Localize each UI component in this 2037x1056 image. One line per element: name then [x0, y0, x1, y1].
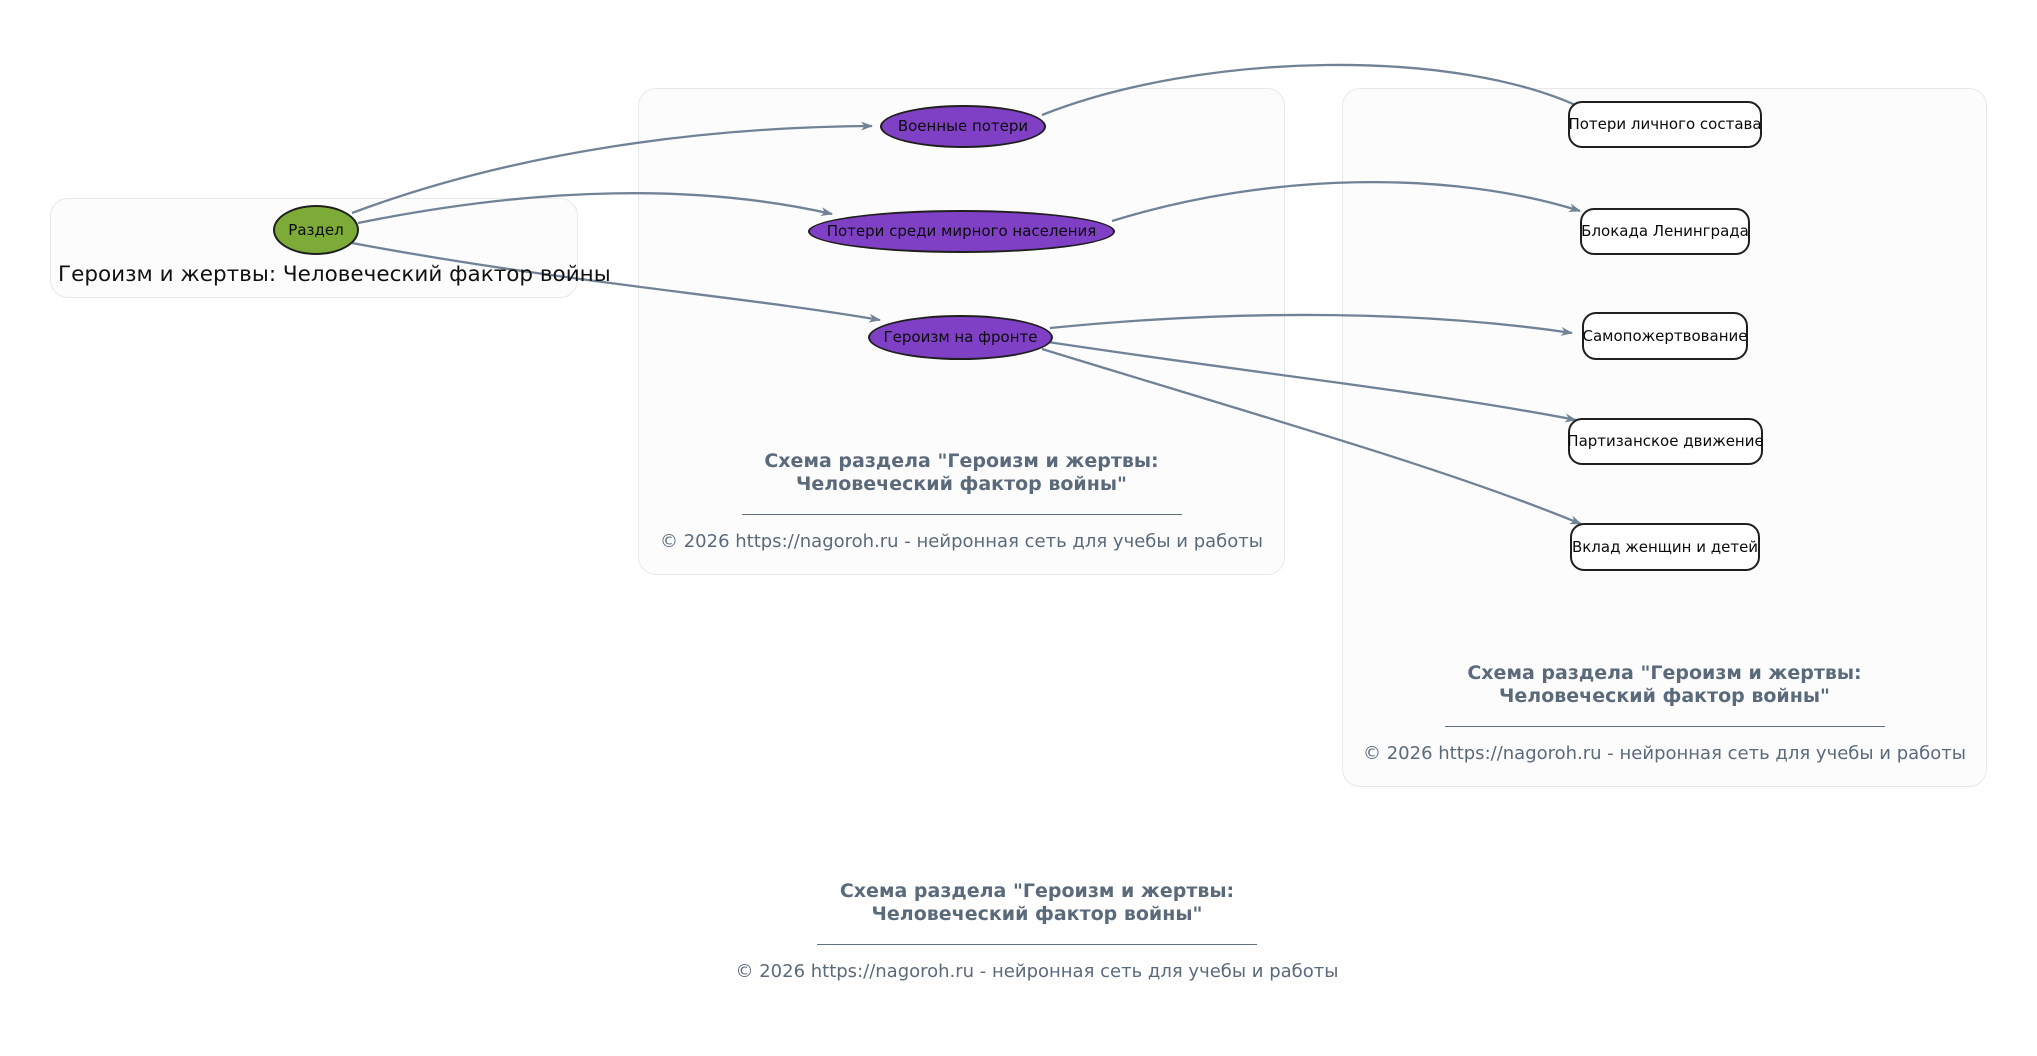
leaf-node-label: Партизанское движение	[1567, 432, 1764, 450]
root-node-label: Раздел	[288, 220, 344, 239]
caption-divider	[1444, 726, 1885, 728]
section-title: Героизм и жертвы: Человеческий фактор во…	[58, 262, 611, 287]
branch-node-front-heroism: Героизм на фронте	[868, 315, 1053, 360]
caption-copyright: © 2026 https://nagoroh.ru - нейронная се…	[1362, 743, 1966, 765]
caption-title: Схема раздела "Героизм и жертвы: Человеч…	[839, 880, 1235, 926]
leaf-node-label: Блокада Ленинграда	[1581, 222, 1749, 240]
caption-leaves-card: Схема раздела "Героизм и жертвы: Человеч…	[1342, 662, 1987, 764]
branch-node-label: Героизм на фронте	[883, 328, 1038, 346]
branch-node-label: Потери среди мирного населения	[826, 222, 1097, 240]
caption-page-bottom: Схема раздела "Героизм и жертвы: Человеч…	[714, 880, 1360, 982]
leaf-node-personnel-losses: Потери личного состава	[1568, 101, 1762, 148]
branch-node-label: Военные потери	[897, 117, 1029, 135]
leaf-node-self-sacrifice: Самопожертвование	[1582, 312, 1748, 360]
branch-node-military-losses: Военные потери	[880, 105, 1046, 148]
root-node: Раздел	[273, 205, 359, 255]
branch-node-civilian-losses: Потери среди мирного населения	[808, 210, 1115, 253]
caption-divider	[741, 514, 1182, 516]
caption-title: Схема раздела "Героизм и жертвы: Человеч…	[1467, 662, 1862, 708]
leaf-node-label: Потери личного состава	[1568, 115, 1762, 133]
caption-copyright: © 2026 https://nagoroh.ru - нейронная се…	[659, 531, 1263, 553]
leaf-node-partisan-movement: Партизанское движение	[1567, 418, 1764, 465]
caption-title: Схема раздела "Героизм и жертвы: Человеч…	[764, 450, 1159, 496]
caption-copyright: © 2026 https://nagoroh.ru - нейронная се…	[735, 961, 1339, 983]
leaf-node-label: Вклад женщин и детей	[1571, 537, 1759, 556]
leaf-node-leningrad-blockade: Блокада Ленинграда	[1580, 208, 1750, 255]
leaf-node-women-children-contribution: Вклад женщин и детей	[1570, 523, 1760, 571]
caption-divider	[817, 944, 1257, 946]
leaf-node-label: Самопожертвование	[1582, 326, 1748, 345]
caption-branches-card: Схема раздела "Героизм и жертвы: Человеч…	[638, 450, 1285, 552]
